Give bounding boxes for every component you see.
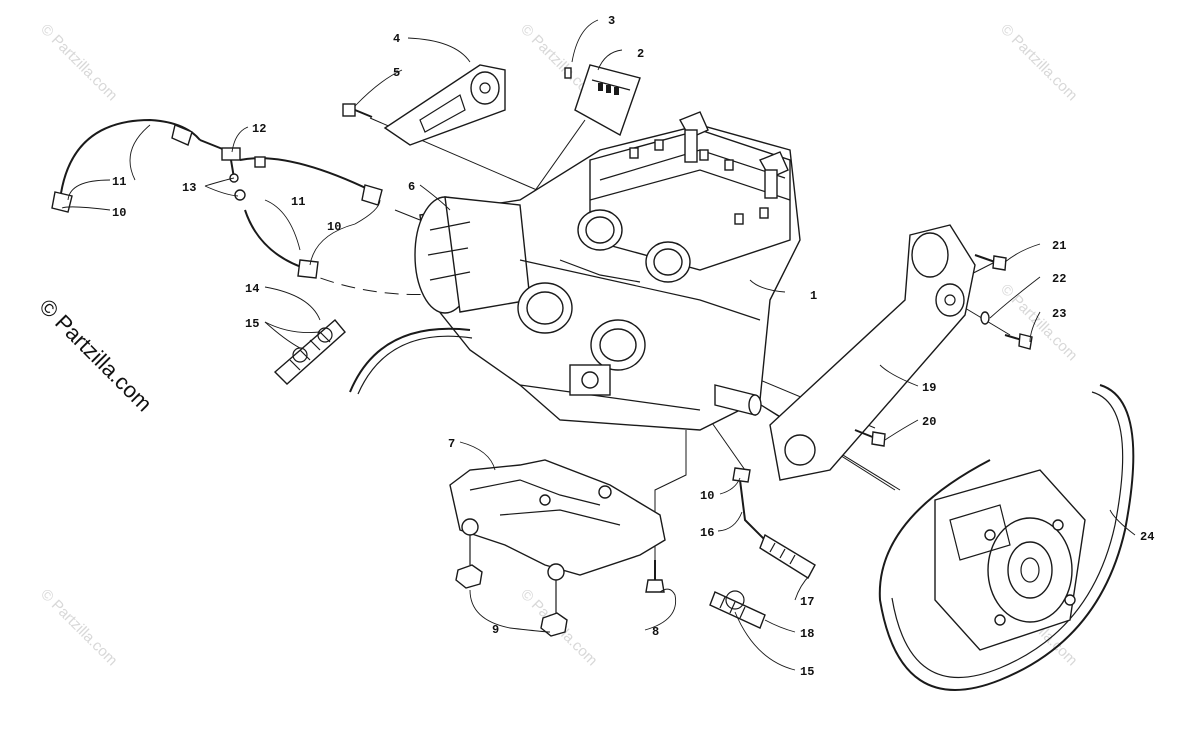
callout-labels: 1 2 3 4 5 6 7 8 9 10 10 10 11 11 12 13 1… <box>112 14 1154 679</box>
handle-bolt <box>564 67 572 79</box>
callout-15-left: 15 <box>245 317 259 331</box>
hose-fittings <box>229 173 246 201</box>
spark-plug-caps <box>679 111 789 199</box>
callout-19: 19 <box>922 381 936 395</box>
lift-handle <box>574 64 641 137</box>
mount-bolt <box>645 560 665 593</box>
callout-21: 21 <box>1052 239 1066 253</box>
watermark-6: © Partzilla.com <box>37 586 120 669</box>
watermark-5: © Partzilla.com <box>997 281 1080 364</box>
callout-15-bottom: 15 <box>800 665 814 679</box>
callout-22: 22 <box>1052 272 1066 286</box>
callout-9: 9 <box>492 623 499 637</box>
callout-14: 14 <box>245 282 259 296</box>
impulse-hoses <box>51 118 383 279</box>
mount-nuts <box>455 535 568 637</box>
callout-24: 24 <box>1140 530 1154 544</box>
callout-4: 4 <box>393 32 400 46</box>
watermark-3: © Partzilla.com <box>997 21 1080 104</box>
callout-10-bottom: 10 <box>700 489 714 503</box>
watermark-1: © Partzilla.com <box>37 21 120 104</box>
bracket-bolt-20 <box>854 429 886 447</box>
drain-hose <box>273 319 473 395</box>
exhaust-ports <box>517 282 646 371</box>
t-fitting <box>221 147 266 179</box>
callout-11-mid: 11 <box>291 195 305 209</box>
callout-2: 2 <box>637 47 644 61</box>
oil-line <box>732 467 816 579</box>
callout-20: 20 <box>922 415 936 429</box>
callout-17: 17 <box>800 595 814 609</box>
callout-1: 1 <box>810 289 817 303</box>
bracket-bolt <box>342 103 373 118</box>
callout-5: 5 <box>393 66 400 80</box>
oil-pump <box>569 364 611 396</box>
washer-22 <box>980 311 990 325</box>
bracket-bolt-23 <box>1004 333 1033 350</box>
callout-10-mid: 10 <box>327 220 341 234</box>
callout-8: 8 <box>652 625 659 639</box>
bracket-bolt-21 <box>974 254 1007 271</box>
callout-3: 3 <box>608 14 615 28</box>
engine-bracket-upper <box>383 64 506 146</box>
callout-16: 16 <box>700 526 714 540</box>
callout-12: 12 <box>252 122 266 136</box>
callout-7: 7 <box>448 437 455 451</box>
crankshaft-stub <box>714 384 762 416</box>
callout-23: 23 <box>1052 307 1066 321</box>
callout-11-left: 11 <box>112 175 126 189</box>
side-credit: © Partzilla.com <box>34 294 157 417</box>
callout-10-left: 10 <box>112 206 126 220</box>
engine-assembly <box>414 111 801 431</box>
intake-ports-upper <box>577 209 691 283</box>
engine-bracket-side <box>769 224 976 481</box>
callout-13: 13 <box>182 181 196 195</box>
leader-lines <box>61 19 1136 671</box>
engine-mount-plate <box>449 459 666 581</box>
hose-with-clamp <box>709 590 766 629</box>
callout-18: 18 <box>800 627 814 641</box>
callout-6: 6 <box>408 180 415 194</box>
head-bolts <box>629 139 769 225</box>
flywheel-cover <box>414 196 531 314</box>
drive-clutch <box>878 384 1135 691</box>
